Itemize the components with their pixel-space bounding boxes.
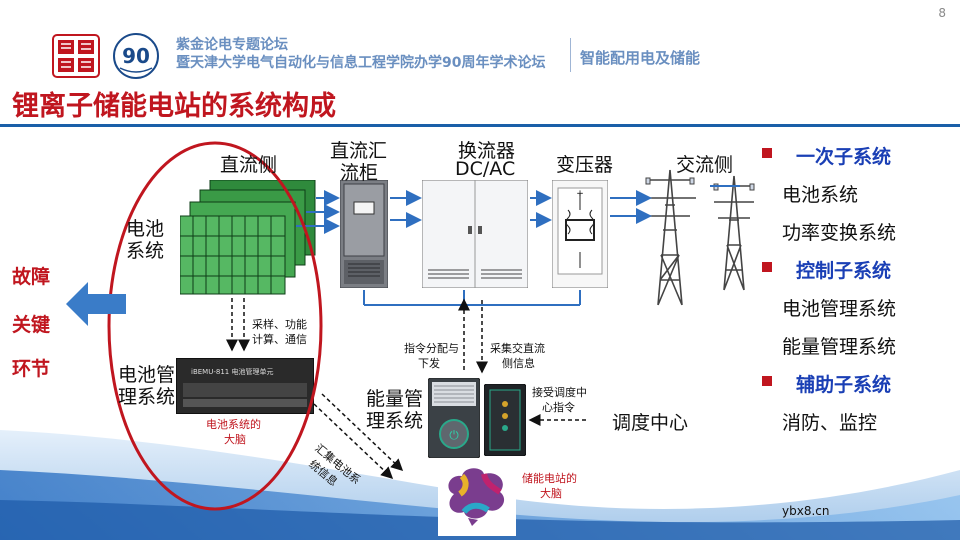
label-converter-2: DC/AC [455,158,516,180]
header-forum-subtitle: 暨天津大学电气自动化与信息工程学院办学90周年学术论坛 [176,55,546,71]
label-station-brain-1: 储能电站的 [522,472,577,485]
ems-device: ⏻ [428,378,480,458]
bullet-auxiliary [762,376,772,386]
anniversary-90-logo: 90 [113,33,159,79]
bms-device: iBEMU-811 电池管理单元 [176,358,314,414]
transmission-towers [644,169,755,306]
watermark: ybx8.cn [782,504,830,518]
header-topic: 智能配用电及储能 [580,49,701,67]
label-bms-1: 电池管 [118,364,176,386]
label-ems-1: 能量管 [366,388,424,410]
svg-text:⏻: ⏻ [449,428,459,442]
label-collect-2: 侧信息 [502,357,535,370]
label-collect-1: 采集交直流 [490,342,545,355]
seal-logo [52,34,100,78]
label-combiner-2: 流柜 [340,162,379,184]
label-battery-system-1: 电池 [126,218,165,240]
fault-arrow [66,282,126,326]
label-dispatch-center: 调度中心 [612,412,689,434]
label-cmd-dist-2: 下发 [418,357,440,370]
subsystem-control-item-2: 能量管理系统 [782,336,897,358]
converter-cabinet [422,180,528,288]
subsystem-control-item-1: 电池管理系统 [782,298,897,320]
transformer-cabinet: + [552,180,608,288]
subsystem-primary-item-1: 电池系统 [782,184,859,206]
label-bms-2: 理系统 [118,386,176,408]
battery-focus-ellipse [107,141,323,511]
label-sampling-1: 采样、功能 [252,318,307,331]
label-cmd-dist-1: 指令分配与 [404,342,459,355]
fault-label-2: 关键 [12,314,51,336]
label-transformer: 变压器 [556,154,614,176]
subsystem-auxiliary-item-1: 消防、监控 [782,412,878,434]
dc-combiner-cabinet [340,180,388,288]
bms-device-label: iBEMU-811 电池管理单元 [191,368,274,376]
fault-label-1: 故障 [12,266,51,288]
bullet-primary [762,148,772,158]
header-forum-title: 紫金论电专题论坛 [176,37,288,53]
label-dc-side: 直流侧 [220,154,278,176]
subsystem-control-heading: 控制子系统 [796,260,892,282]
subsystem-primary-heading: 一次子系统 [796,146,892,168]
label-sampling-2: 计算、通信 [252,333,307,346]
label-battery-system-2: 系统 [126,240,165,262]
page-number: 8 [938,6,946,20]
label-bms-brain-1: 电池系统的 [206,418,261,431]
subsystem-auxiliary-heading: 辅助子系统 [796,374,892,396]
label-ems-2: 理系统 [366,410,424,432]
bullet-control [762,262,772,272]
label-ac-side: 交流侧 [676,154,734,176]
label-combiner-1: 直流汇 [330,140,388,162]
server-device [484,384,526,456]
subsystem-primary-item-2: 功率变换系统 [782,222,897,244]
svg-text:90: 90 [122,44,150,68]
header-separator [570,38,571,72]
fault-label-3: 环节 [12,358,51,380]
label-station-brain-2: 大脑 [540,487,562,500]
label-receive-2: 心指令 [542,401,575,414]
label-bms-brain-2: 大脑 [224,433,246,446]
station-brain-icon [438,460,516,536]
svg-text:+: + [576,189,584,199]
title-underline [0,124,960,127]
label-receive-1: 接受调度中 [532,386,587,399]
page-title: 锂离子储能电站的系统构成 [12,91,336,122]
label-converter-1: 换流器 [458,140,516,162]
